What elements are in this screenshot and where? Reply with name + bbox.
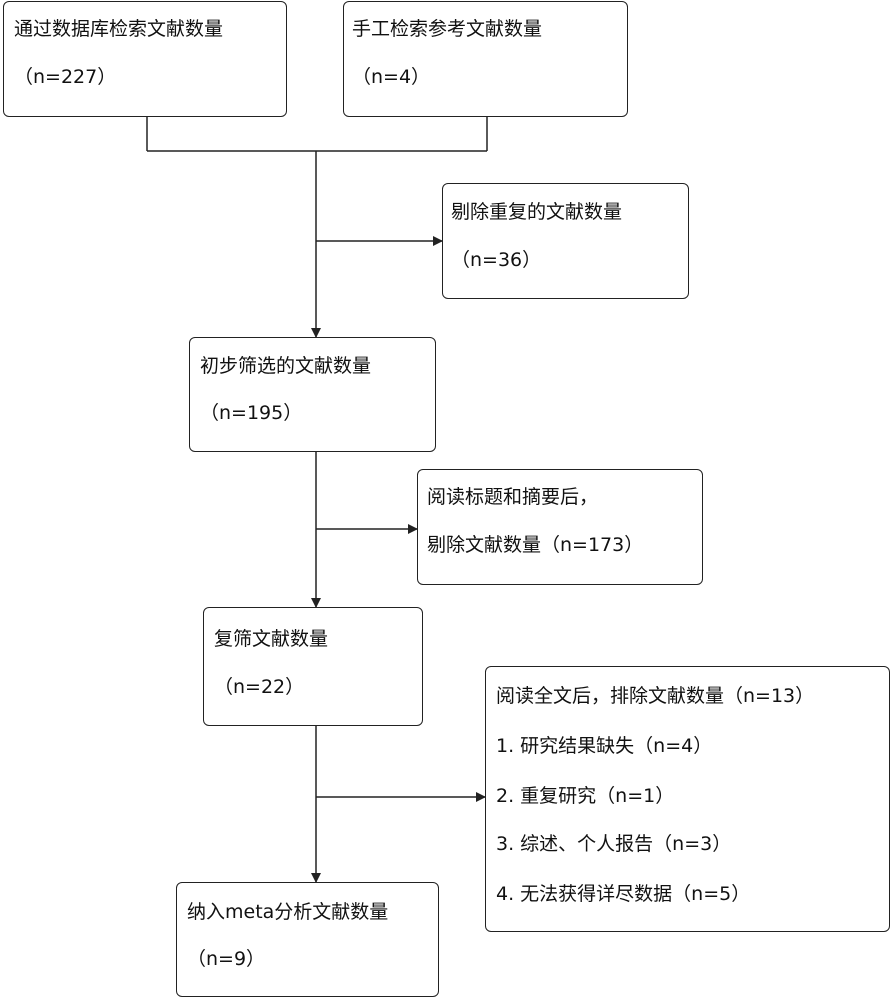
db-search-box: 通过数据库检索文献数量 （n=227） [3,1,287,117]
fulltext-excluded-reason-2: 2. 重复研究（n=1） [496,785,675,807]
db-search-count: （n=227） [14,66,117,88]
manual-search-box: 手工检索参考文献数量 （n=4） [343,1,628,117]
included-box: 纳入meta分析文献数量 （n=9） [176,882,439,997]
rescreen-title: 复筛文献数量 [214,628,329,650]
fulltext-excluded-box: 阅读全文后，排除文献数量（n=13） 1. 研究结果缺失（n=4） 2. 重复研… [485,666,890,932]
initial-screen-count: （n=195） [200,402,303,424]
duplicates-removed-title: 剔除重复的文献数量 [451,201,623,223]
fulltext-excluded-reason-4: 4. 无法获得详尽数据（n=5） [496,883,751,905]
included-title: 纳入meta分析文献数量 [187,901,389,923]
db-search-title: 通过数据库检索文献数量 [14,18,224,40]
duplicates-removed-box: 剔除重复的文献数量 （n=36） [442,183,689,299]
initial-screen-box: 初步筛选的文献数量 （n=195） [189,337,436,452]
included-count: （n=9） [187,948,266,970]
manual-search-title: 手工检索参考文献数量 [352,18,543,40]
title-abstract-excluded-box: 阅读标题和摘要后， 剔除文献数量（n=173） [417,469,703,585]
fulltext-excluded-reason-1: 1. 研究结果缺失（n=4） [496,735,713,757]
duplicates-removed-count: （n=36） [451,249,542,271]
manual-search-count: （n=4） [352,66,431,88]
title-abstract-excluded-line1: 阅读标题和摘要后， [427,486,599,508]
fulltext-excluded-title: 阅读全文后，排除文献数量（n=13） [496,685,815,707]
rescreen-count: （n=22） [214,676,305,698]
fulltext-excluded-reason-3: 3. 综述、个人报告（n=3） [496,833,732,855]
rescreen-box: 复筛文献数量 （n=22） [203,607,423,726]
title-abstract-excluded-line2: 剔除文献数量（n=173） [427,534,644,556]
initial-screen-title: 初步筛选的文献数量 [200,355,372,377]
